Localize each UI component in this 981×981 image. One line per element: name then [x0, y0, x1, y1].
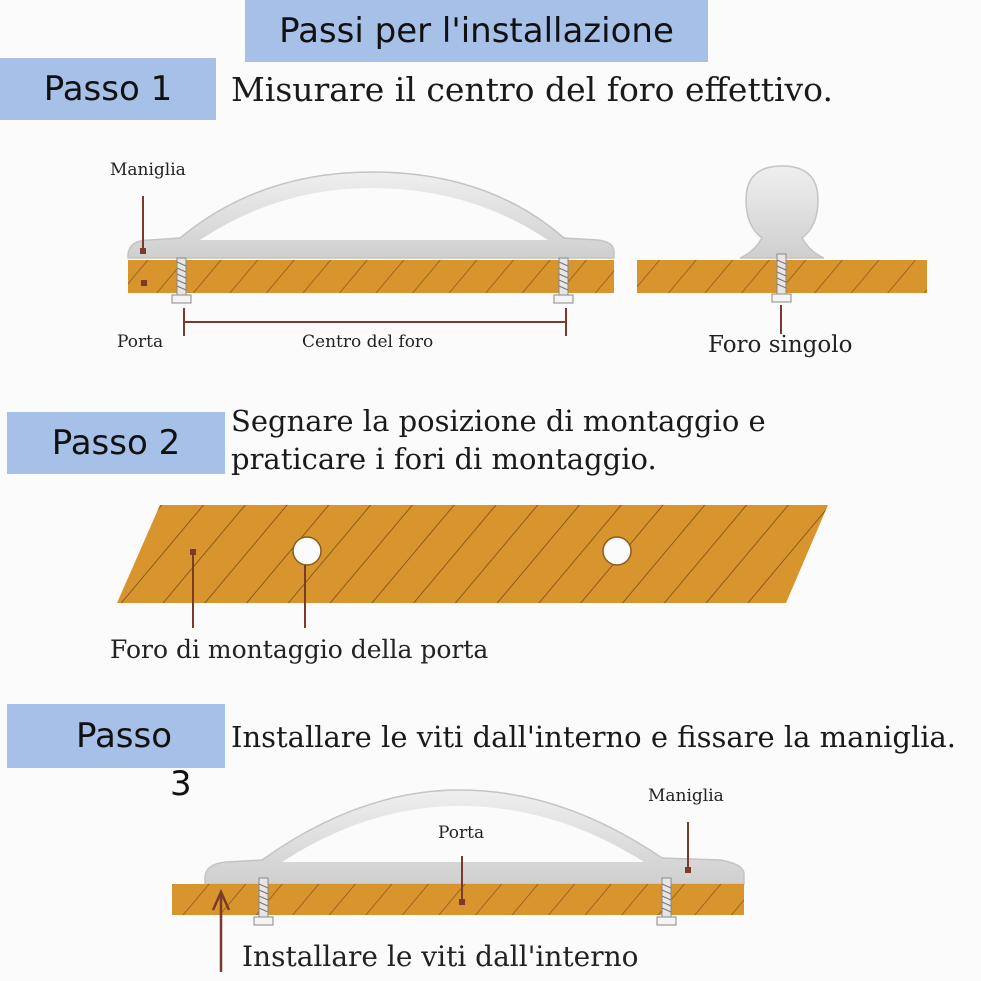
step1-handle-label: Maniglia	[110, 160, 186, 180]
step3-handle-label: Maniglia	[648, 786, 724, 806]
step2-description-line2: praticare i fori di montaggio.	[231, 442, 657, 476]
step2-description-line1: Segnare la posizione di montaggio e	[231, 404, 766, 438]
step3-banner-number: 3	[170, 764, 192, 804]
step1-knob-drawing	[739, 165, 825, 259]
step2-banner: Passo 2	[7, 412, 225, 474]
step3-install-screws-label: Installare le viti dall'interno	[242, 940, 639, 973]
step3-door-board	[172, 877, 744, 926]
step2-mounting-hole-label: Foro di montaggio della porta	[110, 635, 489, 664]
step1-handle-drawing	[127, 171, 615, 259]
step3-banner-label: Passo	[75, 716, 173, 756]
step1-knob-board	[637, 253, 927, 334]
step1-banner: Passo 1	[0, 58, 216, 120]
step1-hole-center-label: Centro del foro	[302, 332, 434, 352]
page-title: Passi per l'installazione	[245, 0, 708, 62]
step2-door-board	[117, 505, 828, 628]
step1-door-board	[128, 260, 614, 293]
step3-pointer-lines	[211, 822, 691, 972]
step3-banner: Passo	[7, 704, 225, 768]
step1-pointer-lines	[140, 196, 567, 336]
step3-handle-drawing	[204, 789, 745, 885]
step3-door-label: Porta	[438, 823, 485, 843]
step1-door-label: Porta	[117, 332, 164, 352]
step1-screws	[171, 257, 574, 304]
step2-description: Segnare la posizione di montaggio e prat…	[231, 402, 766, 478]
step1-description: Misurare il centro del foro effettivo.	[231, 70, 833, 109]
step1-single-hole-label: Foro singolo	[708, 332, 853, 358]
step3-description: Installare le viti dall'interno e fissar…	[231, 720, 957, 754]
